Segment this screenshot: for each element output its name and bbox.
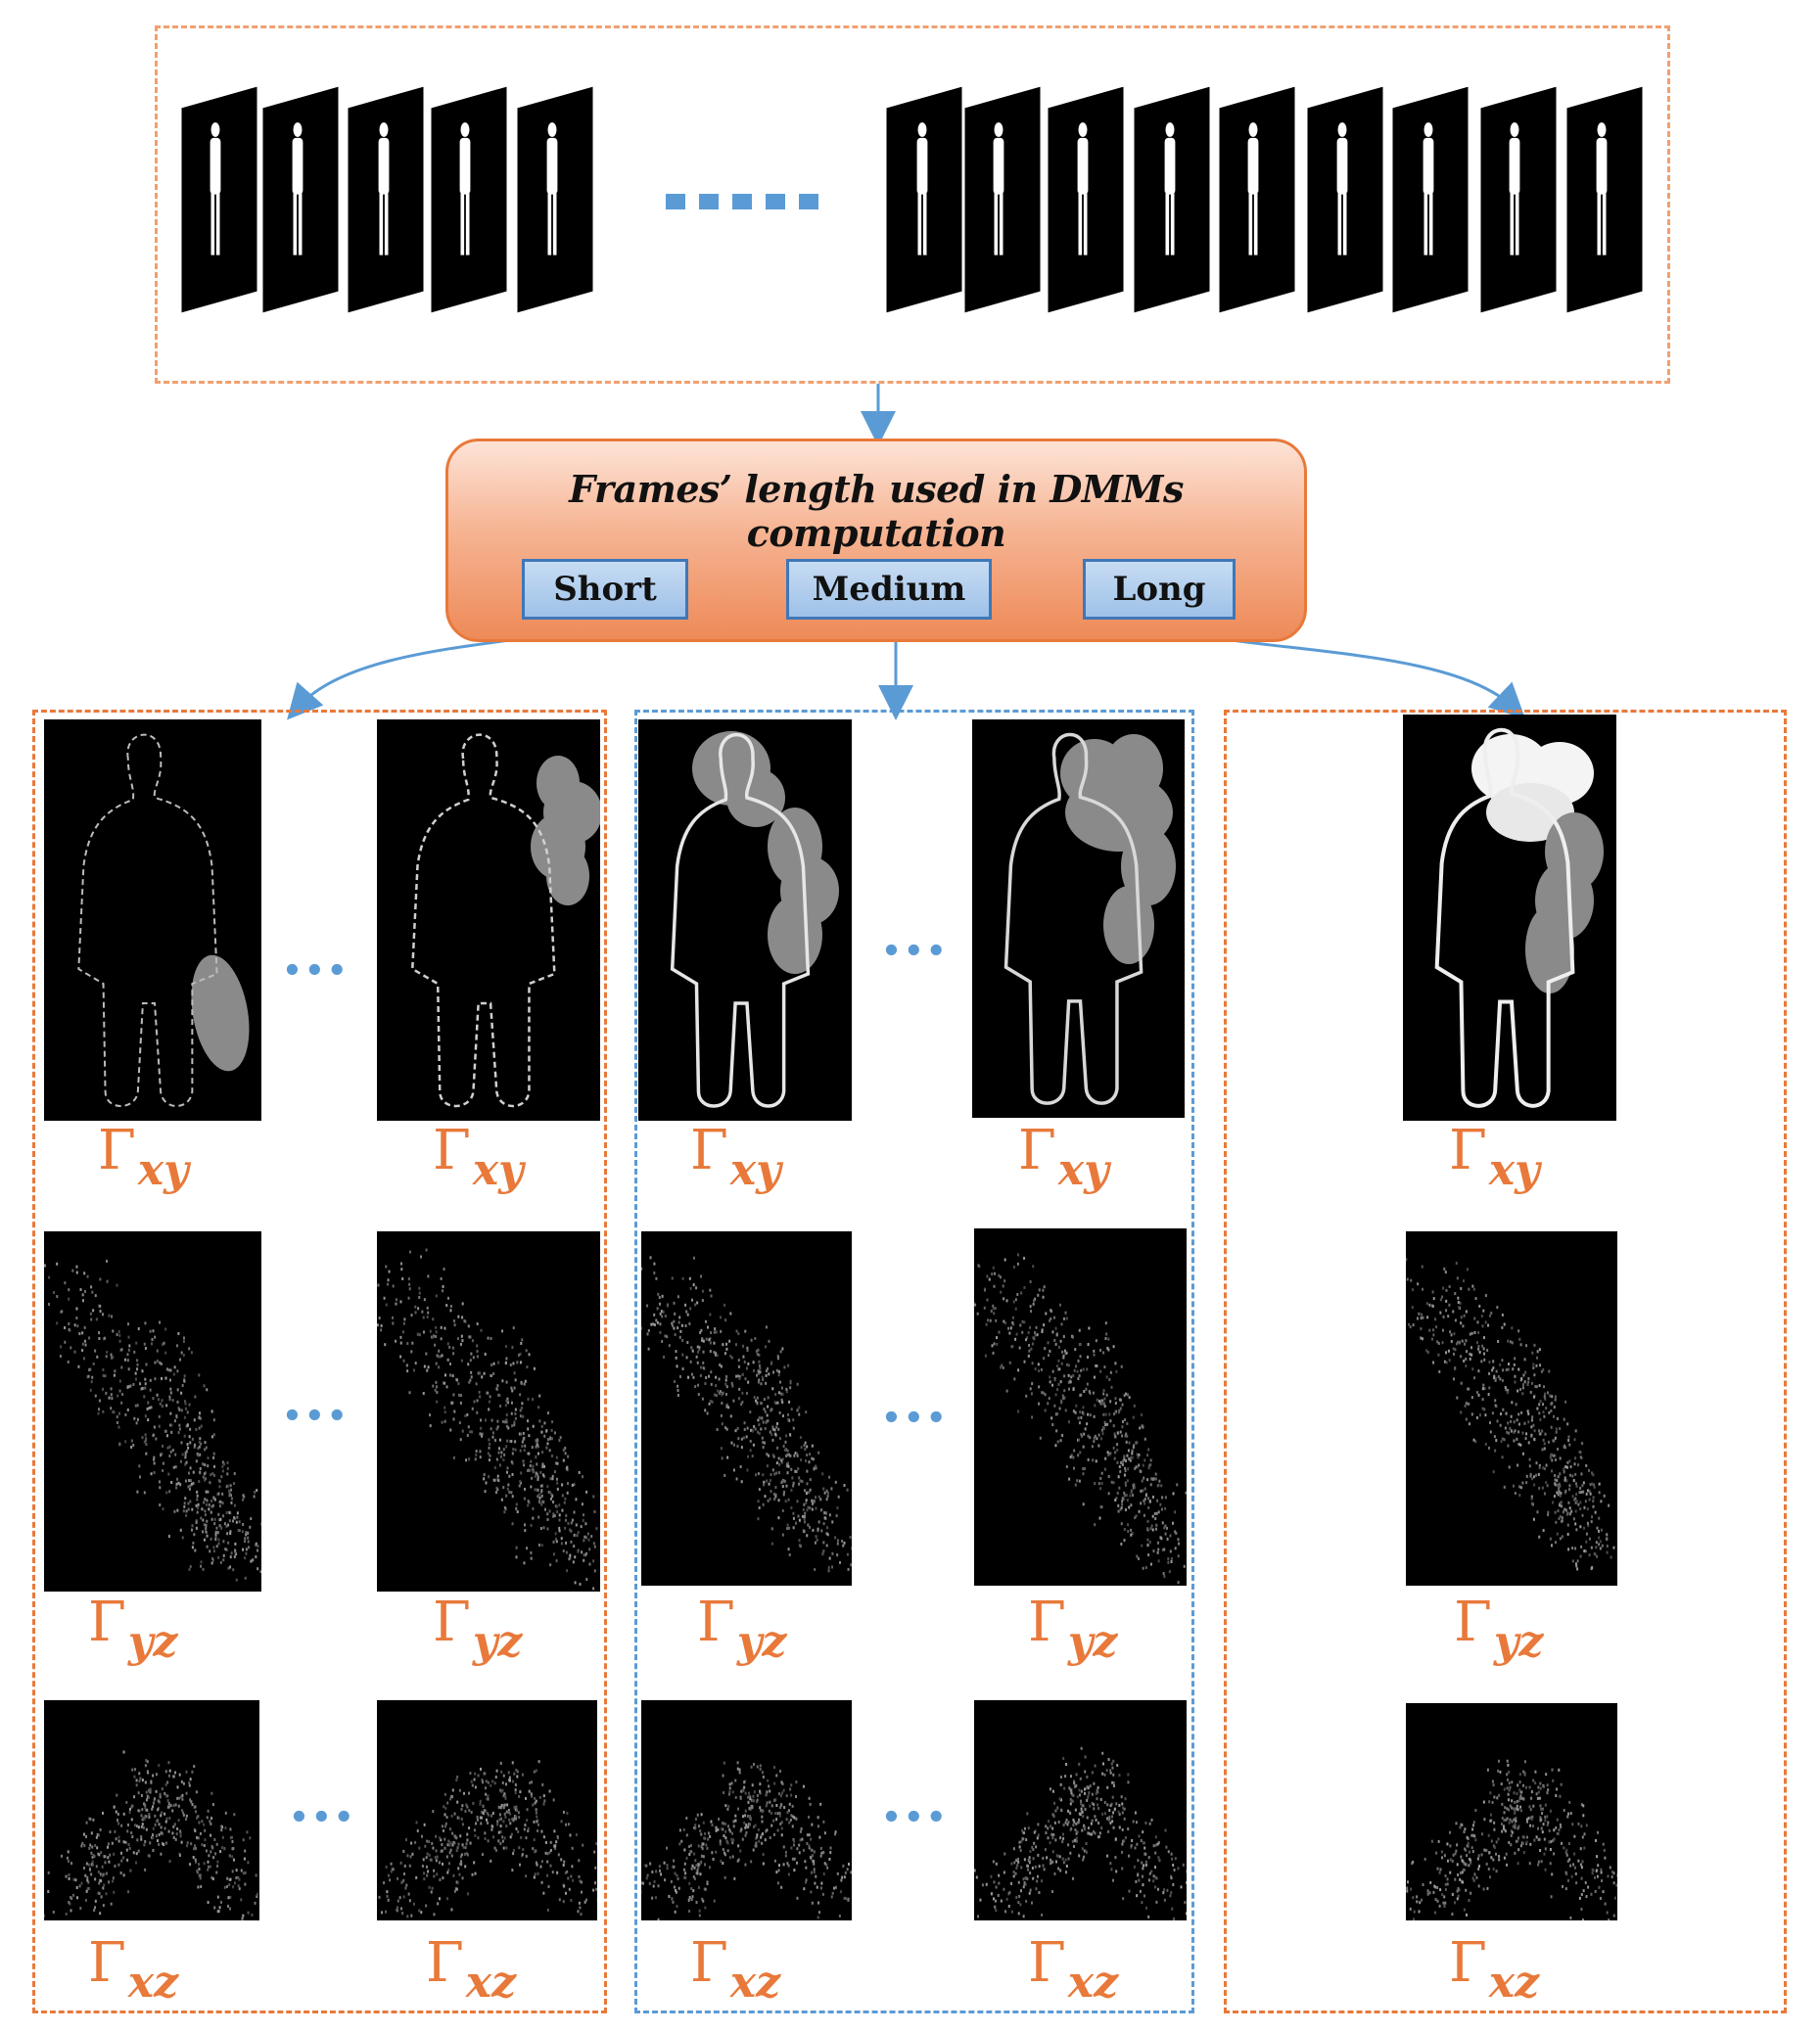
short-yz-ellipsis: ... bbox=[282, 1365, 350, 1434]
medium-group-box bbox=[634, 710, 1194, 2013]
depth-frame bbox=[1047, 85, 1125, 314]
medium-yz-label-2: Γyz bbox=[1028, 1591, 1118, 1667]
medium-xy-panel-1 bbox=[638, 719, 852, 1121]
medium-xy-label-1: Γxy bbox=[690, 1119, 781, 1195]
depth-frame bbox=[885, 85, 963, 314]
medium-xz-label-2: Γxz bbox=[1028, 1931, 1119, 2008]
short-xy-panel-2 bbox=[377, 719, 600, 1121]
short-xy-label-1: Γxy bbox=[98, 1119, 189, 1195]
motion-energy-blob bbox=[191, 954, 250, 1072]
short-xz-panel-2 bbox=[377, 1700, 597, 1920]
silhouette-outline bbox=[1003, 732, 1143, 1105]
medium-xz-ellipsis: ... bbox=[881, 1767, 949, 1835]
medium-yz-label-1: Γyz bbox=[697, 1591, 787, 1667]
motion-energy-blob bbox=[546, 847, 589, 905]
depth-frame bbox=[1218, 85, 1296, 314]
silhouette-outline bbox=[410, 733, 556, 1108]
long-xz-panel bbox=[1406, 1703, 1617, 1920]
motion-energy-blob bbox=[1103, 886, 1154, 964]
computation-title: Frames’ length used in DMMs computation bbox=[569, 467, 1184, 555]
depth-frame bbox=[180, 85, 258, 314]
short-xz-label-2: Γxz bbox=[426, 1931, 517, 2008]
length-long-button[interactable]: Long bbox=[1083, 559, 1236, 620]
length-medium-button[interactable]: Medium bbox=[786, 559, 992, 620]
medium-yz-panel-1 bbox=[641, 1231, 852, 1586]
short-yz-label-1: Γyz bbox=[88, 1591, 178, 1667]
long-yz-label: Γyz bbox=[1454, 1591, 1544, 1667]
sequence-ellipsis bbox=[666, 194, 818, 209]
motion-energy-blob bbox=[1525, 905, 1574, 993]
silhouette-outline bbox=[1434, 727, 1575, 1108]
medium-xy-panel-2 bbox=[972, 719, 1185, 1118]
depth-frame bbox=[430, 85, 508, 314]
depth-frame bbox=[1306, 85, 1384, 314]
long-xz-label: Γxz bbox=[1449, 1931, 1540, 2008]
long-xy-panel bbox=[1403, 715, 1616, 1121]
long-yz-panel bbox=[1406, 1231, 1617, 1586]
motion-energy-blob bbox=[1121, 827, 1176, 905]
short-xz-panel-1 bbox=[44, 1700, 259, 1920]
medium-xy-ellipsis: ... bbox=[881, 901, 949, 969]
depth-frame bbox=[347, 85, 425, 314]
depth-frame bbox=[1479, 85, 1558, 314]
medium-yz-panel-2 bbox=[974, 1228, 1187, 1586]
dmm-computation-box: Frames’ length used in DMMs computation … bbox=[445, 439, 1307, 642]
long-xy-label: Γxy bbox=[1449, 1119, 1540, 1195]
medium-xz-panel-1 bbox=[641, 1700, 852, 1920]
short-yz-panel-2 bbox=[377, 1231, 600, 1592]
medium-xz-panel-2 bbox=[974, 1700, 1187, 1920]
long-group-box bbox=[1224, 710, 1787, 2013]
length-short-button[interactable]: Short bbox=[522, 559, 688, 620]
depth-frame bbox=[963, 85, 1042, 314]
medium-xy-label-2: Γxy bbox=[1018, 1119, 1109, 1195]
short-group-box bbox=[32, 710, 607, 2013]
depth-frame bbox=[1391, 85, 1470, 314]
depth-frame bbox=[261, 85, 340, 314]
silhouette-outline bbox=[670, 732, 811, 1108]
motion-energy-blob bbox=[726, 768, 785, 827]
depth-frame bbox=[1133, 85, 1211, 314]
depth-frame bbox=[1565, 85, 1644, 314]
short-yz-panel-1 bbox=[44, 1231, 261, 1592]
short-xy-label-2: Γxy bbox=[433, 1119, 524, 1195]
medium-xz-label-1: Γxz bbox=[690, 1931, 781, 2008]
depth-frame bbox=[516, 85, 594, 314]
frame-sequence-box bbox=[155, 25, 1670, 384]
short-xy-ellipsis: ... bbox=[282, 920, 350, 989]
short-xz-label-1: Γxz bbox=[88, 1931, 179, 2008]
short-yz-label-2: Γyz bbox=[433, 1591, 523, 1667]
silhouette-outline bbox=[77, 733, 218, 1107]
short-xz-ellipsis: ... bbox=[289, 1767, 356, 1835]
short-xy-panel-1 bbox=[44, 719, 261, 1121]
medium-yz-ellipsis: ... bbox=[881, 1367, 949, 1436]
motion-energy-blob bbox=[768, 896, 822, 974]
